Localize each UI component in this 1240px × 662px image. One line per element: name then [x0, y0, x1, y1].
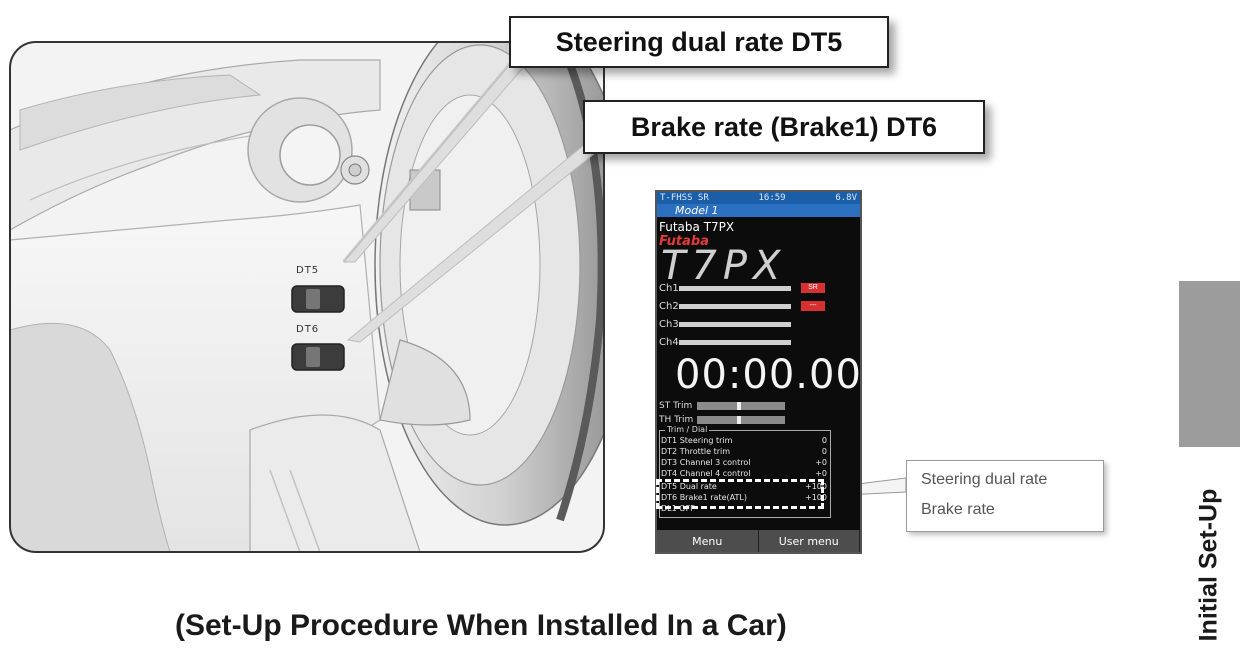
dial-value: 0	[821, 447, 827, 456]
th-trim-row: TH Trim	[659, 414, 785, 425]
dial-code: DT3	[661, 458, 678, 467]
transmitter-screen: T-FHSS SR 16:59 6.8V Model 1 Futaba T7PX…	[655, 190, 862, 554]
dial-name: Steering trim	[679, 436, 733, 445]
status-bar: T-FHSS SR 16:59 6.8V	[657, 192, 860, 204]
th-trim-bar	[697, 415, 785, 424]
channel-label: Ch3	[659, 318, 679, 330]
dial-code: DT4	[661, 469, 678, 478]
dial-name: Channel 3 control	[679, 458, 751, 467]
channel-row: Ch2 ---	[659, 300, 825, 312]
dial-name: Dual rate	[679, 482, 717, 491]
dt5-dt6-highlight	[656, 479, 824, 509]
channel-row: Ch1 SR	[659, 282, 825, 294]
steering-dual-rate-label: Steering dual rate	[921, 471, 1048, 488]
screen-button-bar: Menu User menu	[657, 530, 860, 552]
transmitter-name: Futaba T7PX	[659, 220, 735, 234]
channel-label: Ch2	[659, 300, 679, 312]
trim-dial-row: DT2 Throttle trim 0	[661, 447, 827, 457]
dial-value: +100	[805, 482, 827, 491]
dial-code: DT5	[661, 482, 678, 491]
battery-voltage: 6.8V	[835, 193, 857, 203]
dial-code: DT6	[661, 493, 678, 502]
dial-value: +0	[815, 469, 827, 478]
system-mode: T-FHSS SR	[660, 193, 709, 203]
channel-row: Ch3	[659, 318, 791, 330]
trim-dial-row: DT5 Dual rate +100	[661, 482, 827, 492]
dial-name: Throttle trim	[679, 447, 731, 456]
trim-dial-row: DT4 Channel 4 control +0	[661, 469, 827, 479]
section-tab-marker	[1179, 281, 1240, 447]
trim-dial-row: DT3 Channel 3 control +0	[661, 458, 827, 468]
figure-caption: (Set-Up Procedure When Installed In a Ca…	[175, 609, 787, 642]
channel-row: Ch4	[659, 336, 791, 348]
channel-bar	[679, 321, 791, 327]
channel-bar	[679, 339, 791, 345]
model-name[interactable]: Model 1	[657, 204, 860, 217]
trim-dial-row: DT1 Steering trim 0	[661, 436, 827, 446]
dial-code: DT2	[661, 447, 678, 456]
clock: 16:59	[758, 193, 786, 203]
trim-dial-panel	[659, 430, 831, 518]
dial-code: DT1	[661, 436, 678, 445]
dial-name: Brake1 rate(ATL)	[679, 493, 747, 502]
th-trim-label: TH Trim	[659, 414, 694, 425]
user-menu-button[interactable]: User menu	[758, 530, 860, 552]
dt6-switch-label: DT6	[296, 324, 320, 335]
trim-dial-title: Trim / Dial	[665, 425, 710, 434]
steering-dual-rate-callout: Steering dual rate DT5	[509, 16, 889, 68]
dt5-switch-label: DT5	[296, 265, 320, 276]
trim-dial-row: DT6 Brake1 rate(ATL) +100	[661, 493, 827, 503]
menu-button[interactable]: Menu	[657, 530, 759, 552]
channel-badge: ---	[801, 301, 825, 311]
brake-rate-label: Brake rate	[921, 501, 995, 518]
channel-bar	[679, 285, 791, 291]
dial-value: 0	[821, 436, 827, 445]
section-tab-label: Initial Set-Up	[1194, 488, 1223, 642]
dial-name: Channel 4 control	[679, 469, 751, 478]
channel-bar	[679, 303, 791, 309]
st-trim-row: ST Trim	[659, 400, 785, 411]
st-trim-label: ST Trim	[659, 400, 693, 411]
channel-label: Ch1	[659, 282, 679, 294]
model-logo: T7PX	[661, 243, 787, 289]
brake-rate-callout: Brake rate (Brake1) DT6	[583, 100, 985, 154]
rate-label-box: Steering dual rate Brake rate	[906, 460, 1104, 532]
channel-label: Ch4	[659, 336, 679, 348]
brand-logo: Futaba	[659, 234, 709, 249]
timer-display[interactable]: 00:00.00	[675, 352, 862, 398]
dial-value: +0	[815, 458, 827, 467]
channel-badge: SR	[801, 283, 825, 293]
st-trim-bar	[697, 401, 785, 410]
dial-value: +100	[805, 493, 827, 502]
